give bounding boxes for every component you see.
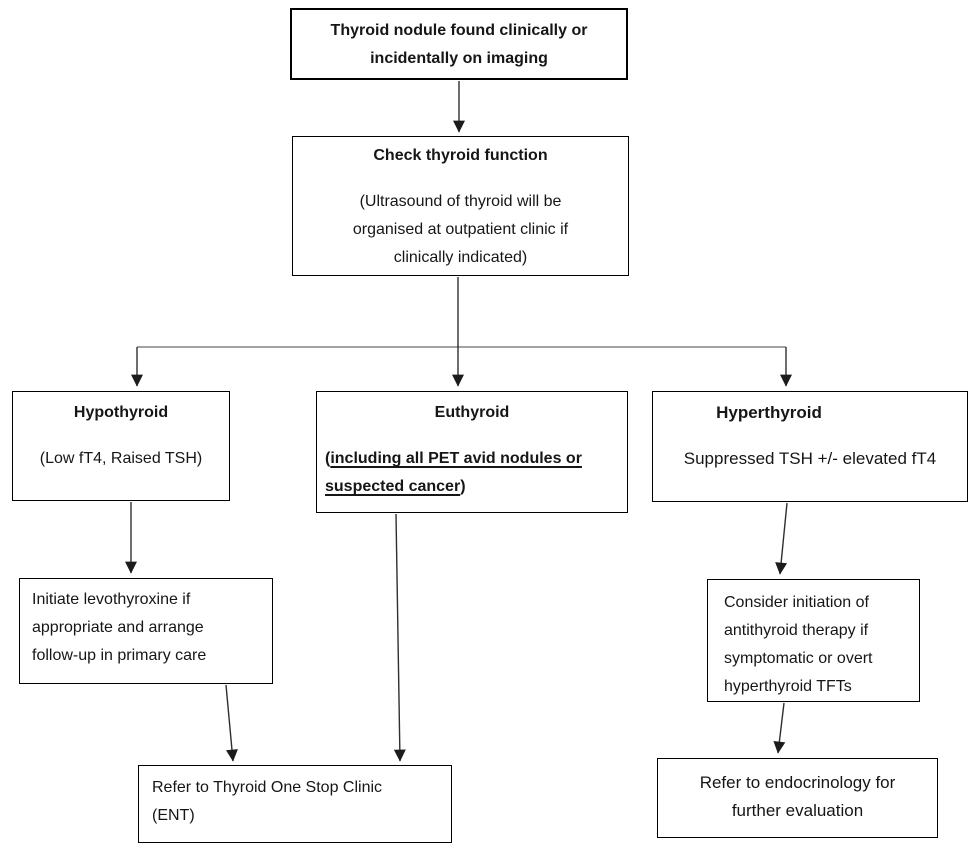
node-body: (including all PET avid nodules or suspe…	[317, 445, 627, 501]
node-refer-endocrinology: Refer to endocrinology for further evalu…	[657, 758, 938, 838]
node-text-line: (ENT)	[152, 807, 195, 824]
node-title: Check thyroid function	[373, 147, 548, 164]
node-text-line: (Ultrasound of thyroid will be	[359, 193, 562, 210]
node-thyroid-nodule-found: Thyroid nodule found clinically or incid…	[290, 8, 628, 80]
node-text-line: organised at outpatient clinic if	[352, 221, 569, 238]
paren-close: )	[460, 478, 466, 495]
node-text-line: further evaluation	[731, 801, 864, 820]
node-hypothyroid: Hypothyroid (Low fT4, Raised TSH)	[12, 391, 230, 501]
node-euthyroid: Euthyroid (including all PET avid nodule…	[316, 391, 628, 513]
node-title: Euthyroid	[434, 404, 510, 421]
node-body: (Ultrasound of thyroid will be organised…	[293, 188, 628, 272]
node-initiate-levothyroxine: Initiate levothyroxine if appropriate an…	[19, 578, 273, 684]
node-hyperthyroid: Hyperthyroid Suppressed TSH +/- elevated…	[652, 391, 968, 502]
arrow-levothyroxine-to-one-stop	[225, 684, 238, 762]
underlined-text: suspected cancer	[325, 478, 461, 495]
node-text-line: incidentally on imaging	[370, 50, 548, 67]
node-text-line: Refer to endocrinology for	[699, 773, 896, 792]
node-title: Hyperthyroid	[716, 403, 822, 422]
node-text-line: suspected cancer)	[325, 473, 627, 501]
underlined-text: including all PET avid nodules or	[330, 450, 582, 467]
node-text-line: symptomatic or overt	[724, 650, 873, 667]
node-title: Hypothyroid	[73, 404, 169, 421]
node-refer-one-stop-clinic: Refer to Thyroid One Stop Clinic (ENT)	[138, 765, 452, 843]
node-body: Suppressed TSH +/- elevated fT4	[683, 449, 937, 468]
node-text-line: Thyroid nodule found clinically or	[330, 22, 588, 39]
node-consider-antithyroid-therapy: Consider initiation of antithyroid thera…	[707, 579, 920, 702]
node-text-line: appropriate and arrange	[32, 619, 204, 636]
node-text-line: Consider initiation of	[724, 594, 869, 611]
node-text-line: clinically indicated)	[393, 249, 528, 266]
node-text-line: Initiate levothyroxine if	[32, 591, 191, 608]
arrow-euthyroid-to-one-stop	[393, 513, 406, 762]
node-text-line: antithyroid therapy if	[724, 622, 869, 639]
node-text-line: follow-up in primary care	[32, 647, 207, 664]
node-text-line: (including all PET avid nodules or	[325, 445, 627, 473]
node-text-line: Refer to Thyroid One Stop Clinic	[152, 779, 383, 796]
node-text-line: hyperthyroid TFTs	[724, 678, 852, 695]
arrow-hyperthyroid-to-antithyroid	[775, 502, 788, 575]
arrow-antithyroid-to-endocrinology	[773, 702, 786, 754]
node-body: (Low fT4, Raised TSH)	[39, 450, 203, 467]
node-check-thyroid-function: Check thyroid function (Ultrasound of th…	[292, 136, 629, 276]
paren-open: (	[325, 450, 331, 467]
